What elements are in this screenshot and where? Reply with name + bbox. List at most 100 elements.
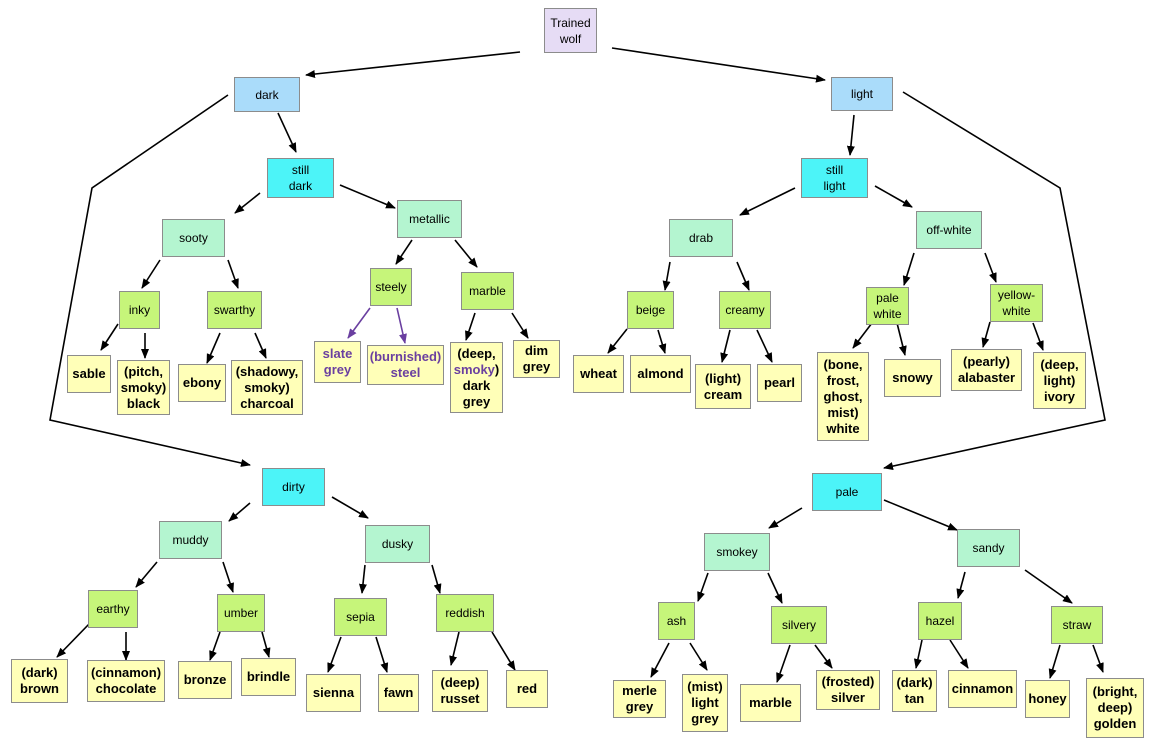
- leaf-red: red: [506, 670, 548, 708]
- edge: [449, 631, 460, 666]
- edge: [1048, 644, 1061, 679]
- edge: [662, 261, 671, 291]
- edge: [697, 572, 709, 602]
- edge: [375, 636, 389, 673]
- node-sandy: sandy: [957, 529, 1020, 567]
- node-muddy: muddy: [159, 521, 222, 559]
- node-inky: inky: [119, 291, 160, 329]
- edge: [657, 329, 667, 354]
- edge: [254, 332, 267, 359]
- edge: [984, 252, 997, 283]
- edge: [883, 499, 958, 531]
- leaf-pitch-smoky-black: (pitch, smoky) black: [117, 360, 170, 415]
- edge: [874, 185, 913, 208]
- edge: [767, 572, 783, 604]
- edge: [431, 564, 442, 594]
- node-trained-wolf: Trained wolf: [544, 8, 597, 53]
- edge: [206, 332, 221, 364]
- leaf-snowy: snowy: [884, 359, 941, 397]
- edge: [261, 631, 271, 658]
- edge: [756, 329, 773, 363]
- leaf-pearl: pearl: [757, 364, 802, 402]
- leaf-ebony: ebony: [178, 364, 226, 402]
- leaf-bright-deep-golden: (bright, deep) golden: [1086, 678, 1144, 738]
- node-metallic: metallic: [397, 200, 462, 238]
- edge: [720, 329, 731, 363]
- edge: [913, 639, 923, 669]
- edge: [491, 631, 516, 671]
- edge: [1092, 644, 1104, 673]
- purple-edge: [396, 307, 407, 344]
- edge: [981, 321, 991, 348]
- edge: [902, 252, 915, 286]
- edge: [339, 184, 396, 209]
- leaf-marble-light: marble: [740, 684, 801, 722]
- edge: [305, 51, 521, 79]
- node-creamy: creamy: [719, 291, 771, 329]
- edge: [135, 561, 158, 588]
- edge: [454, 239, 478, 268]
- node-dark: dark: [234, 77, 300, 112]
- node-sooty: sooty: [162, 219, 225, 257]
- edge: [222, 561, 234, 593]
- purple-edge: [347, 307, 371, 339]
- edge: [689, 642, 708, 671]
- leaf-shadowy-smoky-charcoal: (shadowy, smoky) charcoal: [231, 360, 303, 415]
- node-swarthy: swarthy: [207, 291, 262, 329]
- edge: [768, 507, 803, 529]
- node-drab: drab: [669, 219, 733, 257]
- edge: [395, 239, 413, 265]
- node-light: light: [831, 77, 893, 111]
- edge: [956, 571, 966, 599]
- leaf-slate-grey: slate grey: [314, 341, 361, 383]
- edge: [227, 259, 239, 289]
- edge: [611, 47, 826, 83]
- edge: [1024, 569, 1073, 604]
- node-ash: ash: [658, 602, 695, 640]
- node-reddish: reddish: [436, 594, 494, 632]
- leaf-sable: sable: [67, 355, 111, 393]
- leaf-mist-light-grey: (mist) light grey: [682, 674, 728, 732]
- leaf-deep-russet: (deep) russet: [432, 670, 488, 712]
- edge: [234, 192, 261, 214]
- leaf-fawn: fawn: [378, 674, 419, 712]
- leaf-dark-brown: (dark) brown: [11, 659, 68, 703]
- edge: [852, 322, 873, 349]
- leaf-honey: honey: [1025, 680, 1070, 718]
- edge: [209, 631, 221, 661]
- edge: [776, 644, 791, 683]
- node-pale-white: pale white: [866, 287, 909, 325]
- node-smokey: smokey: [704, 533, 770, 571]
- leaf-bronze: bronze: [178, 661, 232, 699]
- leaf-text-dark-grey: ) dark grey: [462, 361, 500, 409]
- leaf-wheat: wheat: [573, 355, 624, 393]
- edge: [736, 261, 750, 291]
- edge: [739, 187, 796, 216]
- leaf-cinnamon: cinnamon: [948, 670, 1017, 708]
- edge: [1032, 322, 1044, 351]
- edge: [228, 502, 251, 522]
- edge: [358, 564, 367, 594]
- node-dusky: dusky: [365, 525, 430, 563]
- edge: [896, 322, 907, 356]
- leaf-light-cream: (light) cream: [695, 364, 751, 409]
- leaf-merle-grey: merle grey: [613, 680, 666, 718]
- node-umber: umber: [217, 594, 265, 632]
- leaf-cinnamon-chocolate: (cinnamon) chocolate: [87, 660, 165, 702]
- node-marble-dark: marble: [461, 272, 514, 310]
- edge: [331, 496, 369, 519]
- leaf-text-smoky: smoky: [453, 361, 495, 377]
- leaf-brindle: brindle: [241, 658, 296, 696]
- leaf-dark-tan: (dark) tan: [892, 670, 937, 712]
- leaf-almond: almond: [630, 355, 691, 393]
- edge: [56, 622, 91, 658]
- node-earthy: earthy: [88, 590, 138, 628]
- leaf-burnished-steel: (burnished) steel: [367, 345, 444, 385]
- edge: [814, 644, 833, 669]
- node-steely: steely: [370, 268, 412, 306]
- node-pale: pale: [812, 473, 882, 511]
- edge: [141, 259, 161, 289]
- edge: [100, 323, 119, 351]
- leaf-pearly-alabaster: (pearly) alabaster: [951, 349, 1022, 391]
